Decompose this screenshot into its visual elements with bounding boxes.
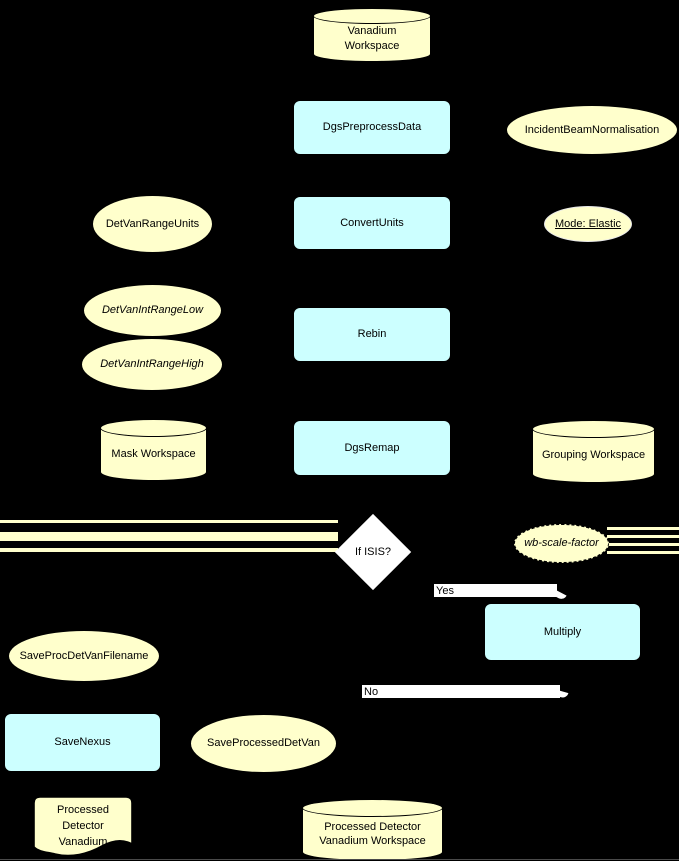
document-shape [33,796,133,857]
node-convert-units: ConvertUnits [293,196,451,250]
node-incident-beam-normalisation: IncidentBeamNormalisation [506,105,678,155]
node-mode-elastic: Mode: Elastic [544,206,632,242]
bottom-divider-line [0,858,679,860]
node-save-nexus: SaveNexus [4,713,161,772]
node-label: Rebin [357,328,387,341]
connector-line [607,551,679,554]
node-label: Workspace [344,39,400,52]
node-if-isis-decision: If ISIS? [334,513,412,591]
node-label: wb-scale-factor [524,537,599,550]
connector-line [607,543,679,546]
node-label: Mask Workspace [111,447,196,460]
edge-label-yes: Yes [434,584,557,597]
node-det-van-int-range-high: DetVanIntRangeHigh [81,338,223,391]
node-label: ConvertUnits [340,216,404,229]
node-label: Vanadium [58,835,108,848]
node-label: Vanadium [347,25,397,38]
node-label: DgsRemap [344,441,400,454]
node-vanadium-workspace: Vanadium Workspace [313,8,431,62]
node-grouping-workspace: Grouping Workspace [532,420,655,483]
node-processed-detector-vanadium-workspace: Processed Detector Vanadium Workspace [302,799,443,861]
edge-label-no: No [362,685,560,698]
node-det-van-range-units: DetVanRangeUnits [92,195,213,253]
edge-tail [551,589,567,601]
node-label: Processed Detector [324,820,421,833]
node-wb-scale-factor: wb-scale-factor [514,524,609,563]
node-label: SaveNexus [54,736,111,749]
node-label: IncidentBeamNormalisation [524,123,660,136]
edge-label-text: No [364,685,379,698]
node-label: Detector [62,819,104,832]
cylinder-shape [313,8,431,24]
node-label: Vanadium Workspace [319,835,426,848]
node-det-van-int-range-low: DetVanIntRangeLow [83,284,222,337]
node-label: Grouping Workspace [541,449,646,462]
node-label: Multiply [543,625,582,638]
connector-line [607,527,679,530]
node-multiply: Multiply [484,603,641,661]
connector-line [0,520,338,523]
node-processed-detector-vanadium: Processed Detector Vanadium [33,796,133,858]
node-save-proc-det-van-filename: SaveProcDetVanFilename [8,630,160,682]
node-label: Mode: Elastic [554,217,622,230]
node-label: DetVanRangeUnits [105,217,200,230]
node-label: If ISIS? [354,546,392,558]
node-label: DgsPreprocessData [322,121,422,134]
node-label: Processed [57,804,109,816]
connector-line [607,535,679,538]
node-label: DetVanIntRangeLow [101,304,204,317]
cylinder-shape [532,420,655,438]
cylinder-shape [100,419,207,437]
node-rebin: Rebin [293,307,451,362]
edge-label-text: Yes [436,584,454,597]
node-mask-workspace: Mask Workspace [100,419,207,481]
node-dgs-preprocess-data: DgsPreprocessData [293,100,451,155]
node-save-processed-det-van: SaveProcessedDetVan [190,714,337,773]
node-dgs-remap: DgsRemap [293,420,451,476]
connector-line [0,548,338,552]
connector-line [0,532,338,541]
cylinder-shape [302,799,443,817]
node-label: SaveProcDetVanFilename [19,649,149,662]
node-label: DetVanIntRangeHigh [100,358,204,371]
node-label: SaveProcessedDetVan [207,737,320,750]
